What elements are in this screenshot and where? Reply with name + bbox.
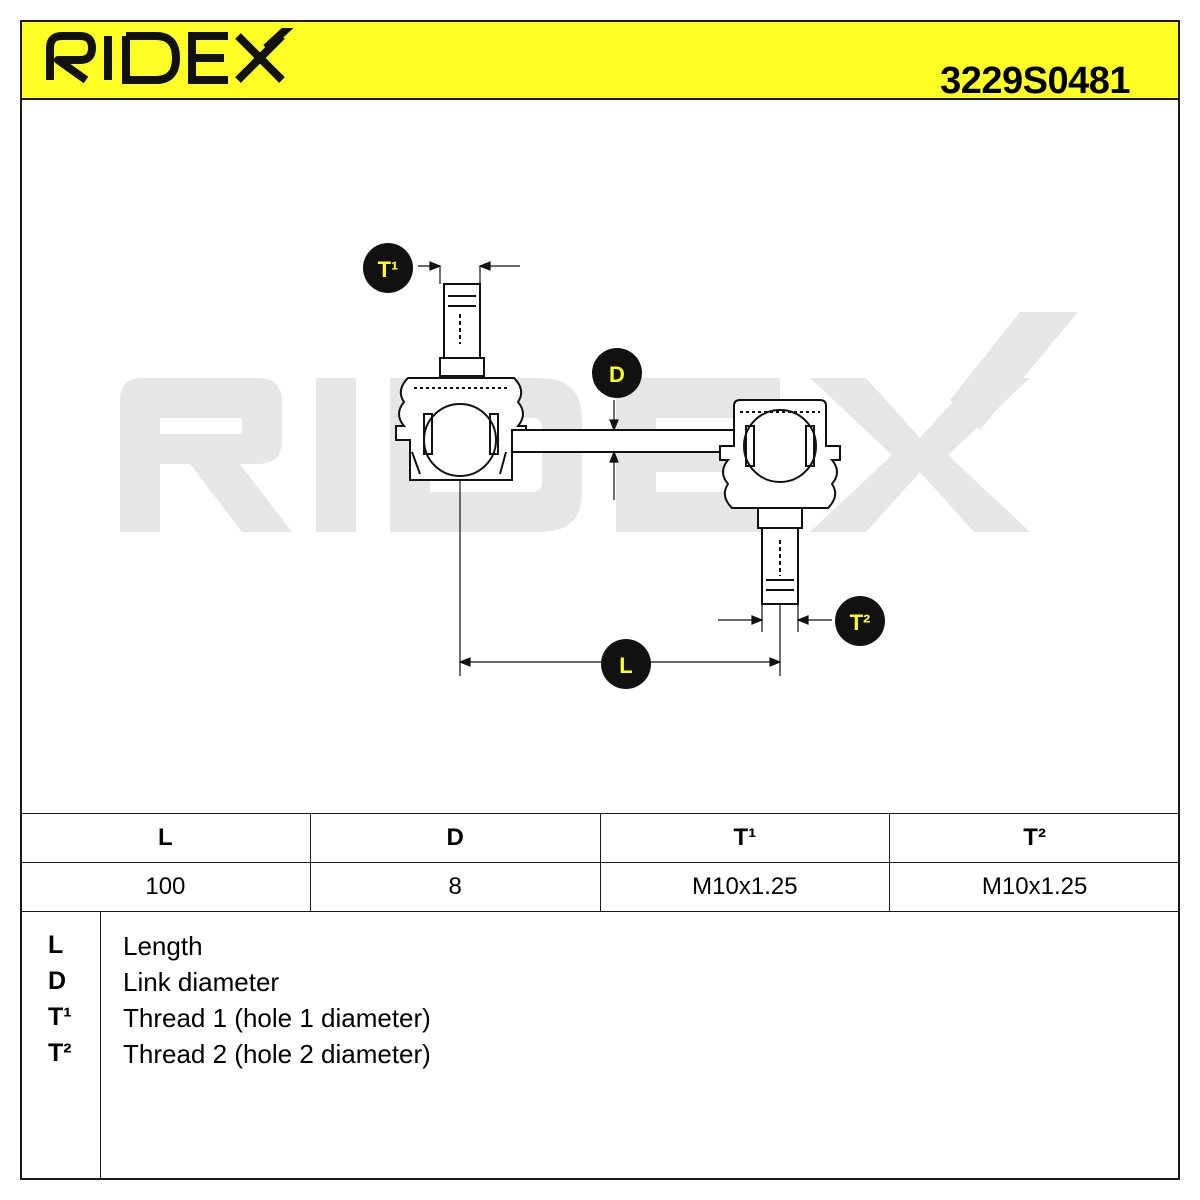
badge-l: L: [601, 639, 651, 689]
spec-value-t2: M10x1.25: [889, 862, 1180, 912]
badge-t1-label: T¹: [378, 257, 399, 282]
spec-header-row: L D T¹ T²: [20, 813, 1180, 863]
spec-value-l: 100: [20, 862, 311, 912]
ridex-watermark: [120, 312, 1078, 532]
legend-text: Thread 2 (hole 2 diameter): [123, 1039, 431, 1069]
legend-key: D: [48, 967, 67, 995]
technical-drawing: T¹ D L T²: [120, 243, 1078, 689]
spec-header-l: L: [20, 813, 311, 863]
legend-item: L Length: [20, 931, 1180, 967]
badge-d: D: [592, 348, 642, 398]
right-stud: [757, 507, 803, 605]
legend-text: Length: [123, 931, 203, 961]
legend-text: Link diameter: [123, 967, 280, 997]
legend: L Length D Link diameter T¹ Thread 1 (ho…: [20, 911, 1180, 1180]
legend-key: T²: [48, 1039, 72, 1067]
legend-item: D Link diameter: [20, 967, 1180, 1003]
header-bar: 3229S0481: [20, 20, 1180, 102]
legend-divider: [100, 911, 101, 1180]
legend-item: T² Thread 2 (hole 2 diameter): [20, 1039, 1180, 1075]
spec-header-t1: T¹: [599, 813, 891, 863]
badge-d-label: D: [609, 362, 625, 387]
spec-table: L D T¹ T² 100 8 M10x1.25 M10x1.25: [20, 813, 1180, 912]
badge-t2-label: T²: [850, 610, 871, 635]
legend-item: T¹ Thread 1 (hole 1 diameter): [20, 1003, 1180, 1039]
link-rod: [511, 429, 735, 453]
spec-value-t1: M10x1.25: [599, 862, 891, 912]
badge-t1: T¹: [363, 243, 413, 293]
spec-value-row: 100 8 M10x1.25 M10x1.25: [20, 862, 1180, 912]
badge-l-label: L: [619, 653, 632, 678]
legend-key: L: [48, 931, 64, 959]
part-number: 3229S0481: [940, 60, 1130, 102]
ridex-logo: [46, 28, 294, 84]
spec-value-d: 8: [309, 862, 601, 912]
left-ball-joint-housing: [395, 377, 527, 481]
badge-t2: T²: [835, 596, 885, 646]
spec-header-t2: T²: [889, 813, 1180, 863]
legend-key: T¹: [48, 1003, 72, 1031]
legend-text: Thread 1 (hole 1 diameter): [123, 1003, 431, 1033]
right-ball-joint-housing: [719, 399, 841, 509]
spec-header-d: D: [309, 813, 601, 863]
left-stud: [439, 283, 485, 377]
